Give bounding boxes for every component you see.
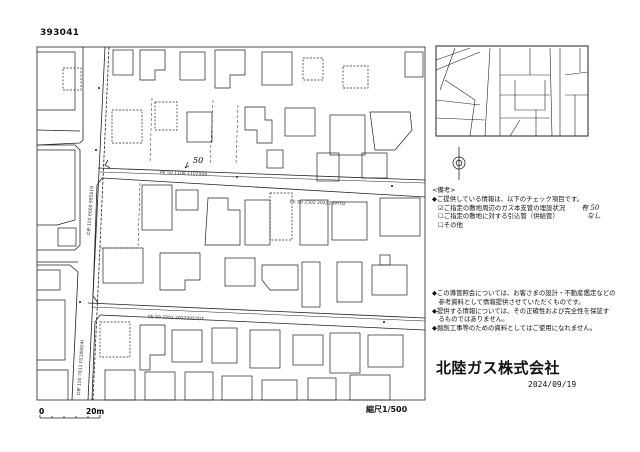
pipe-label-street-west-lower: DIP 150 7811 051006(4) [76, 339, 86, 395]
disclaimer-line: ◆掘削工事等のための資料としてはご使用になれません。 [432, 324, 597, 333]
notes-section: <備考> ◆ご提供している情報は、以下のチェック項目です。 ☑ご指定の敷地周辺の… [432, 186, 601, 230]
street-edge [87, 46, 106, 401]
scale-ratio: 縮尺1/500 [366, 405, 408, 414]
checkbox-checked-icon: ☑ [438, 203, 444, 212]
disclaimers: ◆この導管照会については、お客さまの設計・不動産鑑定などの 参考資料として情報提… [432, 289, 616, 333]
scale-end: 20m [86, 407, 104, 416]
sheet-number: 393041 [40, 28, 80, 38]
checklist-item: ☐ご指定の敷地に対する引込管（供給管） なし [438, 212, 601, 221]
checkbox-icon: ☐ [438, 221, 444, 230]
lot-lines [100, 97, 239, 249]
road-north-edge [101, 177, 426, 198]
handwritten-note: 有 50 [581, 203, 600, 212]
road-south-edge [99, 314, 426, 331]
disclaimer-line: ◆提供する情報については、その正確性および完全性を保証す [432, 306, 610, 315]
notes-heading: <備考> [432, 186, 456, 194]
valve-markers [79, 87, 393, 323]
disclaimer-line: ◆この導管照会については、お客さまの設計・不動産鑑定などの [432, 289, 616, 297]
pipe-label-road-south: PE 50 2302 2022205707 [148, 314, 204, 322]
pipe-label-street-west-upper: DIP 150 6000 995019 [86, 186, 95, 235]
scale-bar [39, 415, 101, 419]
road-south-edge [87, 302, 426, 319]
checklist-item: ☐その他 [438, 221, 463, 230]
handwritten-note: なし [586, 212, 601, 221]
disclaimer-line: るものではありません。 [432, 315, 509, 324]
scale-start: 0 [39, 407, 44, 416]
disclaimer-line: 参考資料として情報提供させていただくものです。 [432, 297, 585, 306]
gas-main-line [92, 46, 110, 401]
pipe-label-north-branch: PE 50 2302 2022209702 [290, 199, 346, 207]
issue-date: 2024/09/19 [528, 380, 577, 389]
location-inset-map [435, 45, 589, 137]
pipe-label-road-north: PE 50 1108 1102004 [160, 170, 207, 178]
company-name: 北陸ガス株式会社 [436, 359, 561, 377]
handwritten-arrow [184, 161, 190, 169]
checklist-item: ☑ご指定の敷地周辺のガス本支管の埋設状況 有 50 [438, 203, 600, 212]
handwritten-pipe-size: 50 [193, 156, 203, 165]
buildings [37, 49, 424, 401]
north-arrow-icon [452, 147, 466, 180]
notes-intro: ◆ご提供している情報は、以下のチェック項目です。 [432, 194, 584, 203]
checkbox-icon: ☐ [438, 212, 444, 221]
